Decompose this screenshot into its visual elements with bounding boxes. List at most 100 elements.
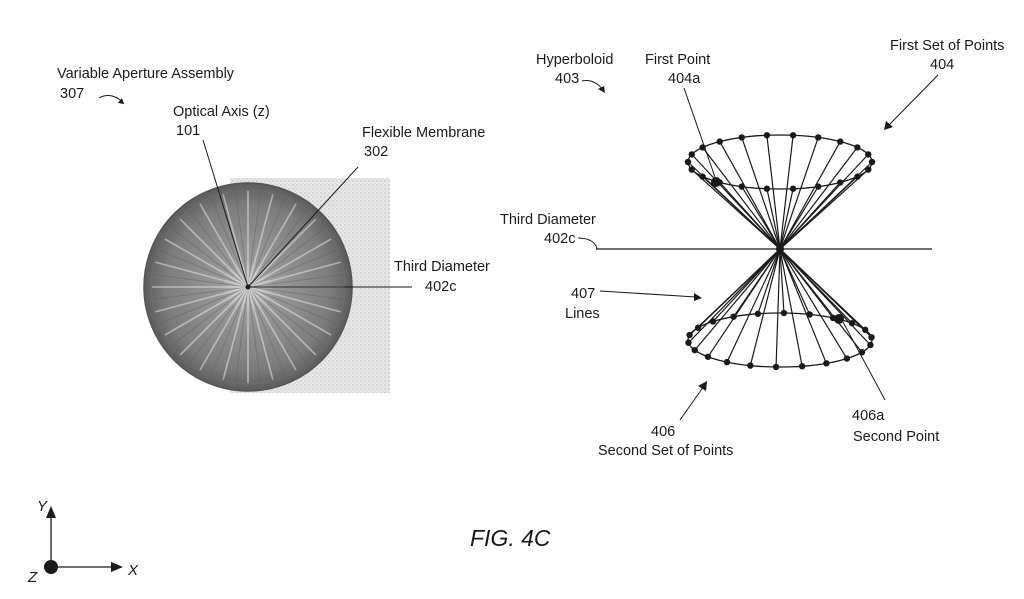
hyperboloid-line-lower	[697, 248, 781, 329]
hyperboloid-line-lower	[779, 248, 803, 367]
membrane-spoke	[247, 286, 317, 356]
third-diameter-ref-left: 402c	[425, 279, 456, 295]
membrane-spoke-shadow	[152, 286, 249, 301]
hyperboloid-ref: 403	[555, 71, 579, 87]
third-diameter-name-left: Third Diameter	[394, 259, 490, 275]
first-set-ref: 404	[930, 57, 954, 73]
membrane-spoke	[164, 286, 249, 336]
hyperboloid-group	[684, 132, 876, 371]
membrane-spoke	[155, 261, 249, 288]
hyperboloid-leader-arrowhead	[598, 86, 605, 93]
first-set-name: First Set of Points	[890, 38, 1004, 54]
second-set-point	[868, 334, 875, 341]
lines-ref: 407	[571, 286, 595, 302]
hyperboloid-line-upper	[779, 153, 869, 250]
second-set-point	[685, 339, 692, 346]
membrane-spoke-shadow	[247, 286, 307, 364]
hyperboloid-line-lower	[712, 248, 781, 322]
membrane-spoke-shadow	[247, 210, 307, 288]
hyperboloid-points	[684, 132, 876, 371]
membrane-spoke	[247, 286, 297, 371]
first-set-point	[738, 134, 745, 141]
membrane-spoke	[247, 286, 341, 313]
second-set-point	[780, 309, 788, 317]
third-diameter-ref-right: 402c	[544, 231, 575, 247]
first-set-leader-arrowhead	[884, 121, 893, 130]
hyperboloid-line-lower	[688, 248, 781, 344]
membrane-spoke-shadow	[210, 286, 249, 376]
optical-axis-ref: 101	[176, 123, 200, 139]
hyperboloid-line-upper	[779, 141, 841, 250]
second-set-point	[848, 320, 856, 327]
hyperboloid-line-lower	[779, 248, 871, 346]
third-diameter-leader-right	[577, 237, 598, 250]
second-set-point	[754, 310, 762, 317]
hyperboloid-line-upper	[779, 176, 858, 250]
hyperboloid-line-lower	[779, 248, 827, 364]
membrane-spoke-shadow	[247, 249, 337, 288]
second-point-leader	[842, 321, 886, 401]
hyperboloid-line-upper	[691, 153, 781, 250]
axis-triad: Y X Z	[27, 498, 139, 586]
hyperboloid-lines	[687, 135, 873, 367]
optical-axis-leader	[202, 139, 249, 288]
hyperboloid-line-lower	[726, 248, 781, 363]
membrane-name: Flexible Membrane	[362, 125, 485, 141]
membrane-spoke-shadow	[210, 198, 249, 288]
hyperboloid-line-lower	[733, 248, 781, 318]
first-set-point	[738, 183, 745, 190]
membrane-spoke	[247, 286, 332, 336]
second-set-point	[723, 358, 731, 366]
membrane-spoke	[247, 194, 274, 288]
assembly-ref: 307	[60, 86, 84, 102]
membrane-spoke-shadow	[152, 273, 249, 288]
hyperboloid-line-upper	[741, 137, 781, 250]
first-set-point	[837, 179, 844, 186]
membrane-spoke-shadow	[247, 286, 286, 376]
second-set-point	[862, 326, 869, 334]
first-set-point	[688, 151, 695, 158]
hyperboloid-line-lower	[775, 248, 781, 367]
first-set-point	[815, 183, 822, 190]
third-diameter-name-right: Third Diameter	[500, 212, 596, 228]
membrane-spoke	[247, 261, 341, 288]
second-set-point	[772, 363, 780, 371]
y-axis-arrowhead	[46, 506, 56, 518]
first-set-point	[763, 132, 771, 139]
membrane-spoke-shadow	[247, 191, 262, 288]
membrane-spoke-shadow	[247, 228, 325, 288]
second-set-point	[704, 353, 712, 360]
hyperboloid-line-lower	[694, 248, 781, 351]
hyperboloid-line-upper	[779, 188, 794, 250]
z-axis-dot	[44, 560, 58, 574]
second-set-name: Second Set of Points	[598, 443, 733, 459]
second-set-ref: 406	[651, 424, 675, 440]
hyperboloid-line-upper	[702, 147, 781, 250]
membrane-spoke	[222, 194, 249, 288]
second-point-name: Second Point	[853, 429, 939, 445]
membrane-spoke	[199, 286, 249, 371]
first-set-point	[815, 134, 822, 141]
second-set-leader	[679, 385, 705, 421]
membrane-spoke-shadow	[171, 286, 249, 346]
hyperboloid-name: Hyperboloid	[536, 52, 613, 68]
first-set-point	[789, 132, 797, 139]
aperture-assembly-group	[143, 178, 390, 393]
membrane-spoke-shadow	[159, 286, 249, 325]
membrane-spoke	[247, 286, 274, 380]
second-set-point	[806, 311, 813, 318]
first-point-name: First Point	[645, 52, 710, 68]
membrane-spoke	[247, 203, 297, 288]
hyperboloid-line-upper	[779, 135, 794, 250]
second-point-marker	[834, 314, 844, 324]
first-set-point	[688, 166, 695, 173]
first-point-leader	[683, 87, 717, 181]
first-set-point	[854, 144, 861, 151]
first-set-point	[763, 185, 771, 192]
hyperboloid-line-lower	[757, 248, 781, 314]
second-set-point	[686, 331, 693, 339]
second-set-point	[694, 324, 702, 331]
second-set-point	[747, 362, 754, 369]
assembly-leader-arrowhead	[118, 98, 124, 104]
